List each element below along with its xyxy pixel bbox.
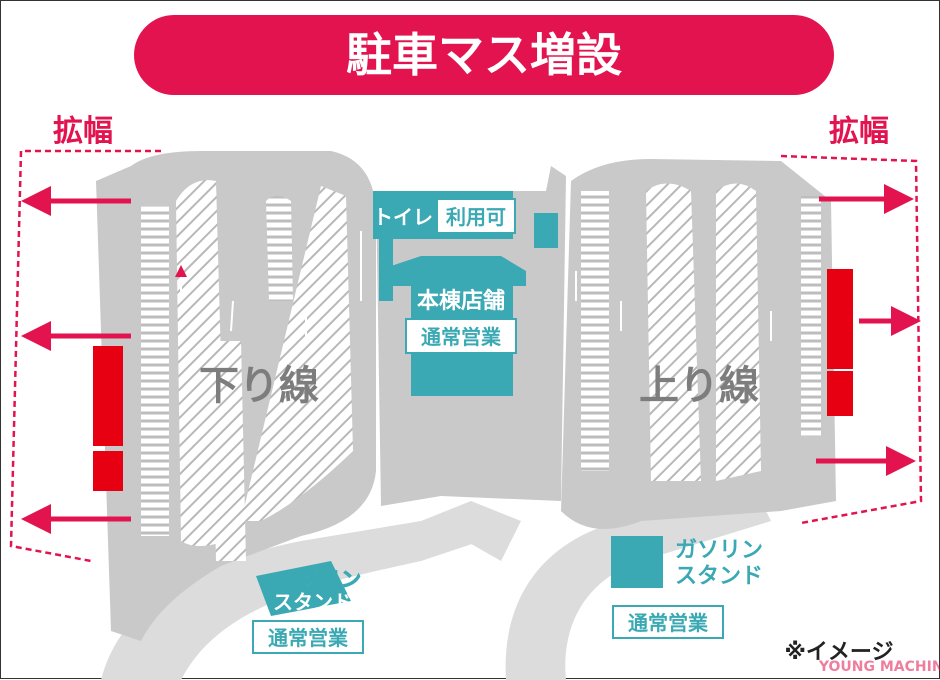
gas-right-label-2: スタンド <box>675 564 763 589</box>
main-building: 本棟店舗 通常営業 <box>391 256 526 396</box>
main-building-label: 本棟店舗 <box>417 288 505 314</box>
down-line-area: 下り線 <box>93 151 376 641</box>
toilet-label: トイレ <box>373 205 433 229</box>
gas-right-status: 通常営業 <box>628 611 709 635</box>
new-stall-block <box>827 269 853 369</box>
note-text: ※イメージ <box>785 640 894 665</box>
expansion-left: 拡幅 <box>9 114 161 563</box>
title-text: 駐車マス増設 <box>346 28 622 82</box>
expansion-right: 拡幅 <box>780 114 923 525</box>
small-kiosk <box>534 213 558 248</box>
toilet-status: 利用可 <box>446 205 506 229</box>
watermark-logo: YOUNG MACHINE <box>818 659 940 675</box>
new-stall-block <box>93 451 123 491</box>
gas-left-label-1: ガソリン <box>281 567 361 591</box>
up-line-label: 上り線 <box>639 363 759 409</box>
toilet-building: トイレ 利用可 <box>373 191 558 301</box>
gas-left-status: 通常営業 <box>268 626 349 650</box>
up-line-area: 上り線 <box>561 159 853 529</box>
expand-right-label: 拡幅 <box>829 114 889 149</box>
gas-right-label-1: ガソリン <box>675 538 763 563</box>
main-building-status: 通常営業 <box>421 325 502 349</box>
gas-left-label-2: スタンド <box>273 590 353 614</box>
new-stall-block <box>93 346 123 446</box>
gas-station-right: ガソリン スタンド 通常営業 <box>611 536 763 639</box>
gas-station-left: ガソリン スタンド 通常営業 <box>252 561 364 654</box>
down-line-label: 下り線 <box>199 363 319 409</box>
flow-arrows <box>175 231 772 341</box>
new-stall-block <box>827 371 853 416</box>
title-banner: 駐車マス増設 <box>134 15 834 95</box>
expand-left-label: 拡幅 <box>53 114 113 149</box>
